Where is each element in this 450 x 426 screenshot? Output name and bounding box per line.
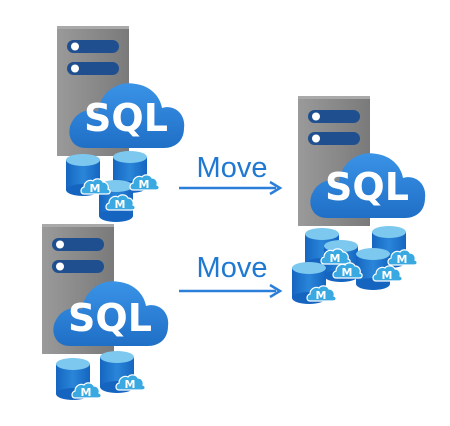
move-arrow-top: Move <box>179 152 283 196</box>
managed-badge-label: M <box>316 289 327 302</box>
arrowhead <box>269 283 283 299</box>
managed-badge-label: M <box>115 198 126 211</box>
managed-badge-label: M <box>330 252 341 265</box>
source-server-top: SQL M M M <box>57 26 185 222</box>
sql-cloud-label: SQL <box>325 165 409 209</box>
move-label: Move <box>197 252 268 284</box>
managed-badge-label: M <box>382 269 393 282</box>
managed-badge-label: M <box>125 378 136 391</box>
managed-badge-label: M <box>90 182 101 195</box>
arrowhead <box>269 180 283 196</box>
managed-badge-label: M <box>397 253 408 266</box>
target-server: SQL M M M M M <box>292 96 426 304</box>
move-arrow-bottom: Move <box>179 252 283 299</box>
managed-badge-label: M <box>342 266 353 279</box>
sql-cloud-label: SQL <box>84 96 168 140</box>
move-label: Move <box>197 152 268 184</box>
managed-badge-label: M <box>81 386 92 399</box>
managed-badge-label: M <box>139 178 150 191</box>
sql-cloud-label: SQL <box>68 296 152 340</box>
source-server-bottom: SQL M M <box>42 224 169 400</box>
